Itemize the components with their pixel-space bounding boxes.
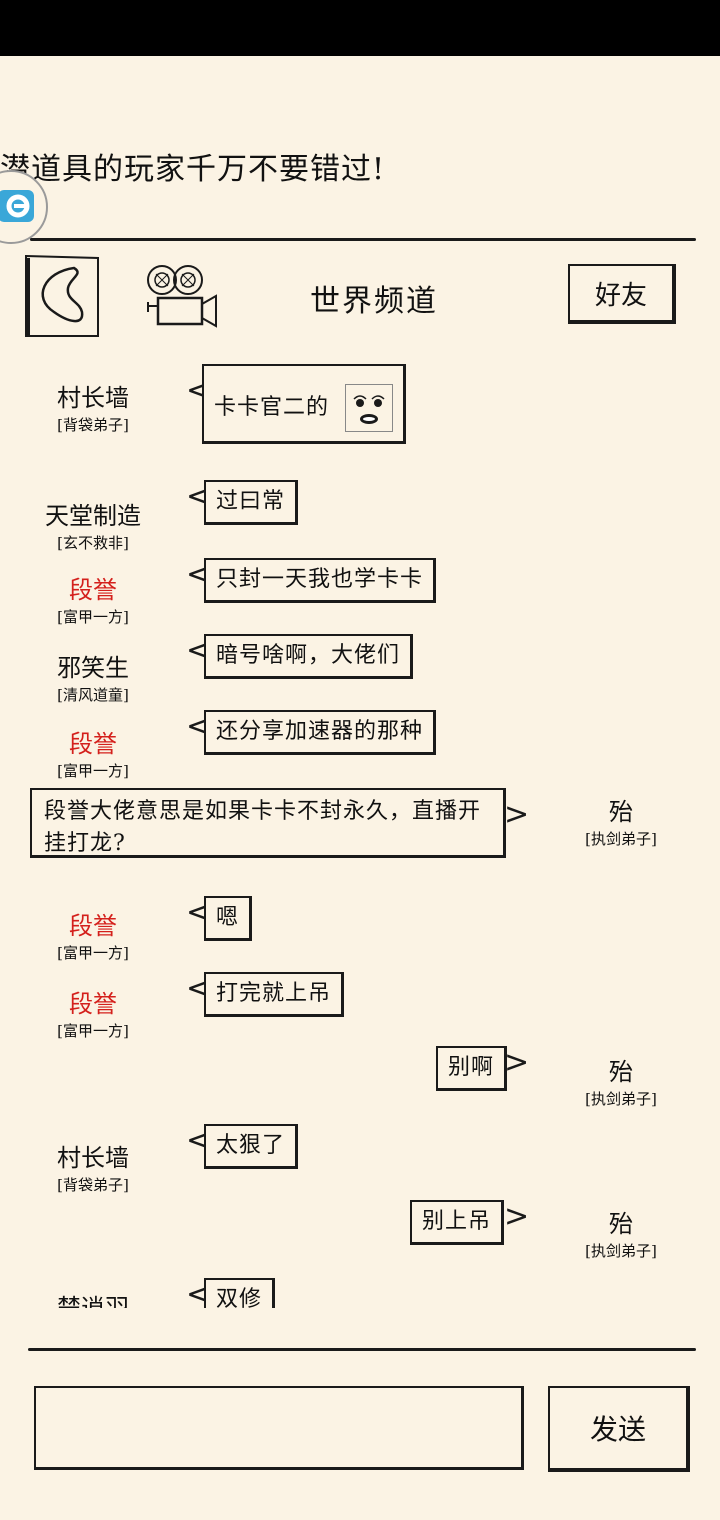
sender-rank: [玄不救非] [57,534,129,552]
sender-name[interactable]: 村长墙 [57,1144,129,1172]
sender-rank: [执剑弟子] [585,1090,657,1108]
header-divider [30,238,696,241]
bubble-pointer-icon: > [504,1045,530,1080]
sender-name[interactable]: 殆 [609,1210,633,1238]
sender-rank: [清风道童] [57,686,129,704]
bubble-pointer-icon: > [504,1199,530,1234]
back-icon [25,254,99,337]
sender-name[interactable]: 楚逍羽 [57,1294,129,1308]
message-bubble: 暗号啥啊，大佬们 [204,634,414,679]
sender-rank: [背袋弟子] [57,1176,129,1194]
sender-name[interactable]: 殆 [609,1058,633,1086]
sender-name[interactable]: 殆 [609,798,633,826]
message-bubble: 双修 [204,1278,276,1308]
sender-name[interactable]: 邪笑生 [57,654,129,682]
channel-title: 世界频道 [310,284,438,319]
message-bubble: 打完就上吊 [204,972,345,1017]
status-bar [0,0,720,56]
message-bubble: 只封一天我也学卡卡 [204,558,437,603]
message-bubble: 嗯 [204,896,253,941]
sender-rank: [执剑弟子] [585,1242,657,1260]
sender-name[interactable]: 天堂制造 [45,502,141,530]
announcement-ticker: 潜道具的玩家千万不要错过! [0,152,386,187]
message-bubble: 别啊 [436,1046,508,1091]
sender-name[interactable]: 段誉 [69,576,117,604]
chat-list[interactable]: 村长墙 [背袋弟子] < 卡卡官二的 天堂制造 [玄不救非] < 过曰常 段 [0,352,720,1308]
sender-name[interactable]: 段誉 [69,730,117,758]
send-button[interactable]: 发送 [548,1386,690,1472]
sender-rank: [富甲一方] [57,1022,129,1040]
message-bubble: 还分享加速器的那种 [204,710,437,755]
sender-rank: [富甲一方] [57,762,129,780]
message-text: 卡卡官二的 [214,395,330,420]
friends-button[interactable]: 好友 [568,264,676,324]
sender-name[interactable]: 段誉 [69,912,117,940]
sender-rank: [富甲一方] [57,608,129,626]
camera-icon[interactable] [144,262,224,338]
composer-divider [28,1348,696,1351]
message-bubble: 段誉大佬意思是如果卡卡不封永久，直播开挂打龙? [30,788,506,858]
message-bubble: 太狠了 [204,1124,299,1169]
emoji-face-icon [345,384,394,432]
message-bubble: 别上吊 [410,1200,505,1245]
message-bubble: 过曰常 [204,480,299,525]
chat-input[interactable] [34,1386,524,1470]
sender-rank: [富甲一方] [57,944,129,962]
back-button[interactable] [24,254,100,338]
sender-name[interactable]: 段誉 [69,990,117,1018]
sender-rank: [执剑弟子] [585,830,657,848]
sender-rank: [背袋弟子] [57,416,129,434]
message-bubble: 卡卡官二的 [202,364,407,444]
sender-name[interactable]: 村长墙 [57,384,129,412]
bubble-pointer-icon: > [504,797,530,832]
